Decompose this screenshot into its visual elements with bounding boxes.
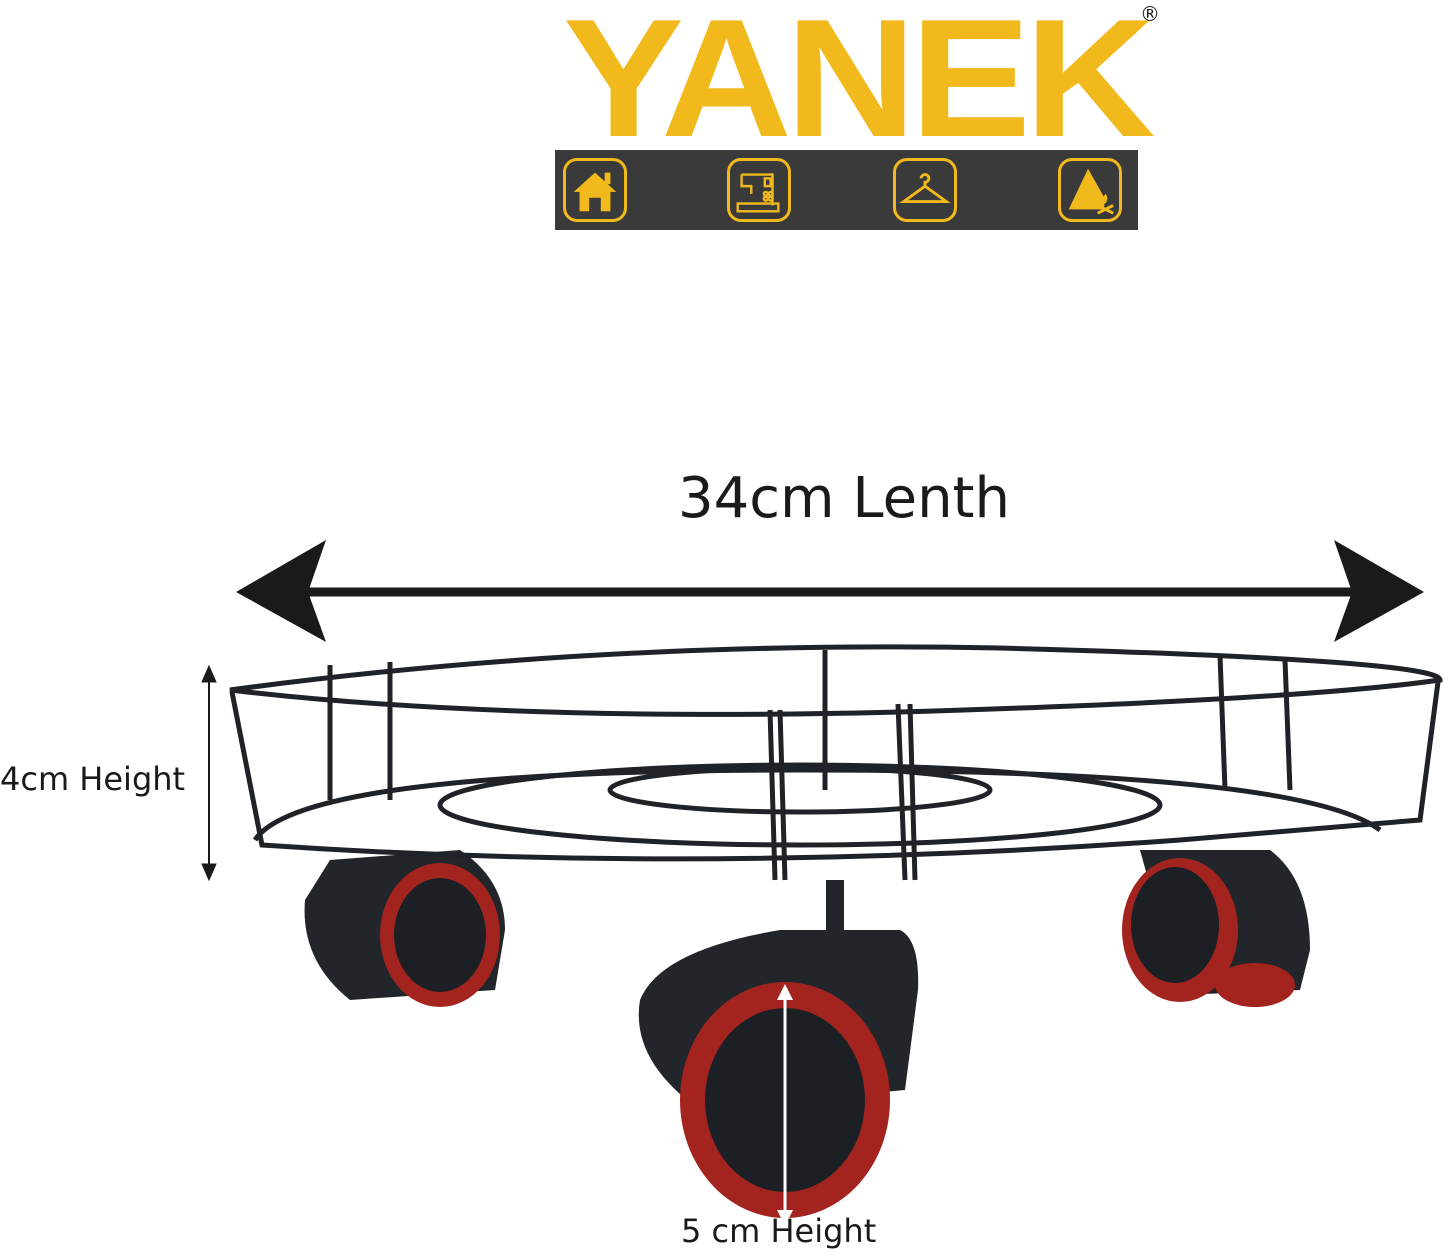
- brand-wordmark: YANEK: [563, 0, 1156, 172]
- wire-frame: [229, 644, 1443, 881]
- tent-campfire-icon: [1058, 158, 1122, 222]
- house-icon: [563, 158, 627, 222]
- frame-height-label: 4cm Height: [0, 760, 186, 798]
- wheel-height-label: 5 cm Height: [681, 1212, 877, 1250]
- caster-wheel-right: [1122, 850, 1310, 1007]
- registered-mark: ®: [1140, 2, 1160, 26]
- caster-wheel-left: [304, 850, 505, 1007]
- length-arrow-icon: [236, 540, 1424, 642]
- height-arrow-icon: [201, 664, 217, 882]
- brand-logo: YANEK ®: [555, 0, 1167, 232]
- hanger-icon: [893, 158, 957, 222]
- brand-icon-band: [555, 150, 1138, 230]
- length-label: 34cm Lenth: [678, 466, 1011, 531]
- caster-wheel-front: [638, 880, 919, 1226]
- sewing-machine-icon: [727, 158, 791, 222]
